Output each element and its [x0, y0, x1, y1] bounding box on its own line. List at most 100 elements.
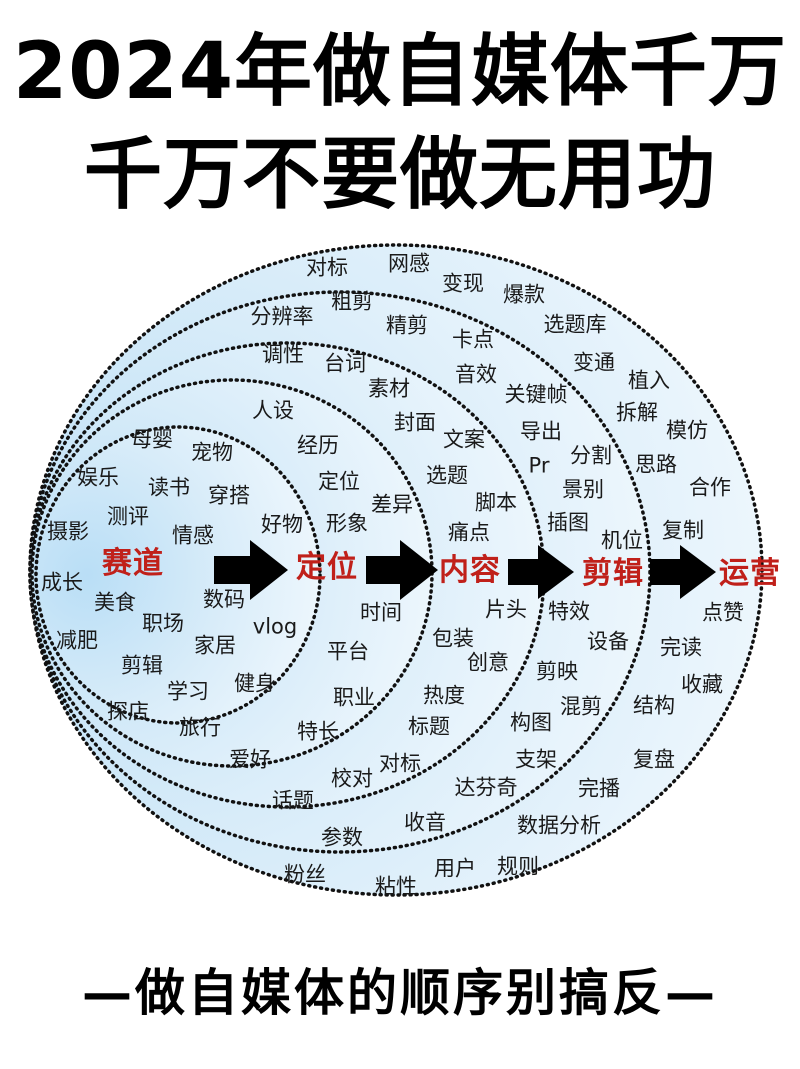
keyword: 分辨率: [250, 304, 314, 329]
keyword: 选题库: [543, 312, 607, 337]
keyword: 插图: [547, 510, 589, 535]
keyword: 职业: [333, 685, 375, 710]
keyword: 分割: [570, 443, 612, 468]
keyword: 素材: [368, 376, 410, 401]
keyword: 创意: [467, 650, 509, 675]
keyword: 卡点: [452, 327, 494, 352]
keyword: 脚本: [475, 490, 517, 515]
headline-line-1: 2024年做自媒体千万: [12, 27, 788, 117]
ring-niche: [34, 425, 322, 725]
keyword: 精剪: [386, 313, 428, 338]
keyword: 模仿: [666, 418, 708, 443]
arrow-icon: [650, 545, 716, 599]
keyword: 经历: [297, 433, 339, 458]
keyword: 人设: [252, 398, 294, 423]
keyword: 构图: [510, 710, 552, 735]
headline-line-2: 千万不要做无用功: [83, 130, 716, 220]
keyword: 变通: [573, 350, 615, 375]
keyword: Pr: [528, 453, 550, 478]
keyword: vlog: [252, 614, 298, 639]
keyword: 机位: [601, 528, 643, 553]
stage-label-editing: 剪辑: [582, 556, 644, 591]
keyword: 完读: [660, 635, 702, 660]
keyword: 特效: [548, 599, 590, 624]
keyword: 数据分析: [517, 813, 601, 838]
keyword: 关键帧: [504, 382, 568, 407]
keyword: 剪辑: [121, 653, 163, 678]
keyword: 时间: [360, 600, 402, 625]
keyword: 家居: [194, 633, 236, 658]
stage-label-positioning: 定位: [296, 550, 358, 585]
keyword: 复盘: [633, 747, 675, 772]
keyword: 用户: [434, 856, 476, 881]
keyword: 片头: [485, 597, 527, 622]
keyword: 对标: [379, 751, 421, 776]
stage-label-niche: 赛道: [102, 546, 164, 581]
keyword: 收音: [404, 810, 446, 835]
keyword: 成长: [41, 570, 83, 595]
keyword: 包装: [432, 626, 474, 651]
keyword: 点赞: [702, 600, 744, 625]
keyword: 台词: [324, 351, 366, 376]
footer-caption: —做自媒体的顺序别搞反—: [82, 964, 718, 1022]
flow-arrows: [214, 540, 716, 600]
keyword: 达芬奇: [454, 775, 518, 800]
keyword: 情感: [172, 523, 214, 548]
keyword: 网感: [388, 251, 430, 276]
keyword: 粗剪: [331, 289, 373, 314]
keyword: 混剪: [560, 694, 602, 719]
keyword: 文案: [443, 427, 485, 452]
keyword: 选题: [426, 463, 468, 488]
keyword: 校对: [331, 766, 373, 791]
keyword: 设备: [587, 629, 629, 654]
stage-label-content: 内容: [439, 553, 501, 588]
keyword: 穿搭: [208, 483, 250, 508]
keyword: 宠物: [191, 440, 233, 465]
keyword: 规则: [497, 854, 539, 879]
keyword: 爱好: [229, 747, 271, 772]
keyword: 读书: [148, 475, 190, 500]
keyword: 定位: [318, 469, 360, 494]
keyword: 形象: [326, 511, 368, 536]
keyword: 摄影: [47, 519, 89, 544]
keyword: 母婴: [131, 427, 173, 452]
keyword: 爆款: [503, 282, 545, 307]
keyword: 调性: [262, 342, 304, 367]
arrow-icon: [508, 545, 574, 599]
keyword: 标题: [408, 714, 450, 739]
keyword: 对标: [306, 255, 348, 280]
keyword: 职场: [142, 611, 184, 636]
arrow-icon: [366, 540, 438, 600]
keyword: 学习: [167, 679, 209, 704]
keyword: 特长: [297, 719, 339, 744]
keyword: 粘性: [375, 874, 417, 899]
keyword: 复制: [662, 518, 704, 543]
keyword: 合作: [689, 475, 731, 500]
keyword: 变现: [442, 271, 484, 296]
keyword: 剪映: [536, 659, 578, 684]
keyword: 美食: [94, 590, 136, 615]
keyword: 话题: [272, 788, 314, 813]
keyword: 植入: [628, 368, 670, 393]
keyword: 数码: [203, 587, 245, 612]
keyword: 思路: [635, 452, 677, 477]
keyword: 旅行: [179, 715, 221, 740]
keyword: 差异: [371, 492, 413, 517]
keyword: 探店: [107, 699, 149, 724]
keyword: 拆解: [616, 400, 658, 425]
keyword: 测评: [107, 504, 149, 529]
keyword: 娱乐: [77, 465, 119, 490]
keyword: 导出: [520, 419, 562, 444]
keyword: 粉丝: [284, 862, 326, 887]
arrow-icon: [214, 540, 288, 600]
keyword: 好物: [261, 512, 303, 537]
keyword: 痛点: [448, 520, 490, 545]
keyword: 音效: [455, 362, 497, 387]
keyword: 健身: [234, 671, 276, 696]
keyword: 景别: [562, 477, 604, 502]
keyword: 支架: [515, 747, 557, 772]
keyword: 平台: [327, 639, 369, 664]
keyword: 减肥: [56, 628, 98, 653]
